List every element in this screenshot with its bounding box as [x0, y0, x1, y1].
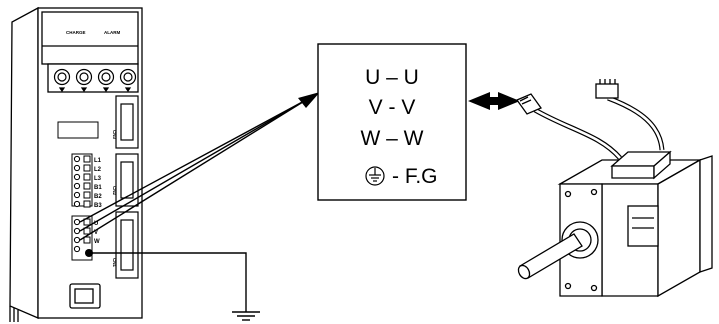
- terminal-label-b1: B1: [94, 185, 102, 191]
- wire-v: [79, 99, 307, 232]
- terminal-label-b2: B2: [94, 194, 102, 200]
- terminal-label-l2: L2: [94, 167, 102, 173]
- cable-connector-plug-2: [595, 79, 619, 99]
- power-terminal-block: [71, 153, 93, 208]
- protective-ground-icon: [365, 166, 385, 186]
- cn1-label: CN1: [112, 258, 117, 267]
- mapping-row-w: W – W: [361, 127, 424, 150]
- drive-ground-terminal-icon: [85, 249, 93, 257]
- wire-u: [79, 99, 307, 223]
- ground-wire: [92, 252, 247, 312]
- cn1-connector: [115, 211, 139, 279]
- alarm-led-label: ALARM: [104, 30, 120, 35]
- motor-shaft: [517, 233, 583, 280]
- keypad-buttons: [53, 68, 137, 93]
- terminal-label-l1: L1: [94, 158, 102, 164]
- cn3-connector: [115, 95, 139, 149]
- cn3-label: CN3: [112, 130, 117, 139]
- wire-arrow-head: [298, 92, 320, 108]
- motor-cable-2: [607, 95, 665, 151]
- terminal-label-v: V: [94, 230, 98, 236]
- terminal-label-b3: B3: [94, 203, 102, 209]
- double-headed-arrow-icon: [468, 92, 520, 110]
- terminal-label-w: W: [94, 239, 100, 245]
- earth-ground-icon: [232, 311, 260, 321]
- wire-w: [79, 99, 307, 241]
- mapping-row-fg: - F.G: [392, 165, 438, 188]
- cable-connector-plug-1: [516, 93, 542, 115]
- mapping-row-u: U – U: [365, 66, 419, 89]
- terminal-label-u: U: [94, 221, 98, 227]
- charge-led-label: CHARGE: [66, 30, 86, 35]
- terminal-label-l3: L3: [94, 176, 102, 182]
- cn2-connector: [115, 153, 139, 207]
- cn2-label: CN2: [112, 186, 117, 195]
- wiring-mapping-box: U – U V - V W – W - F.G: [317, 43, 467, 201]
- mapping-row-v: V - V: [369, 96, 416, 119]
- wires: [79, 99, 307, 312]
